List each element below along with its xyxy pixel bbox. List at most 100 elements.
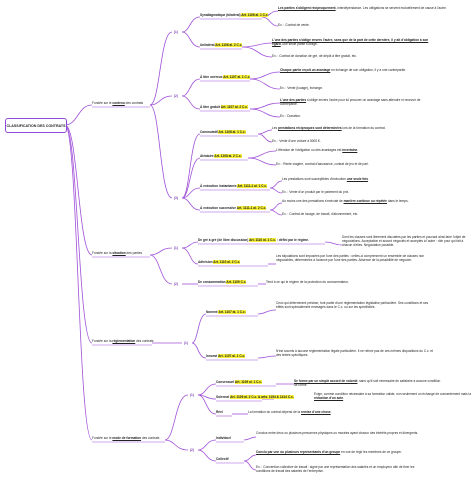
node-situation: Fondée sur la situation des parties <box>92 251 143 256</box>
note-consensuel-rest: , sans qu'il soit nécessaire de satisfai… <box>294 379 441 387</box>
note-synallagmatique-def-rest: , interdépendance. Les obligations se se… <box>335 6 447 10</box>
node-commutatif: Commutatif Art. 1108 al. 1 C.c. <box>200 130 246 135</box>
node-contenu-post: des contrats <box>124 101 144 105</box>
edge-c3-com <box>181 133 201 199</box>
node-onereux-label: À titre onéreux <box>200 75 224 79</box>
node-individuel: Individuel <box>216 436 231 440</box>
note-unilateral-def-rest: , une seule partie s'oblige. <box>280 41 318 46</box>
edge-c1-syn <box>181 16 201 33</box>
note-consensuel: Se forme par un simple accord de volonté… <box>294 379 444 388</box>
node-gre-a-gre: De gré à gré (de libre discussion) Art. … <box>198 238 309 243</box>
note-instantanee-ex: Ex. : Vente d'un produit par le paiement… <box>282 190 350 194</box>
edge-c3-suc <box>181 197 201 211</box>
note-synallagmatique-def: Les parties s'obligent réciproquement, i… <box>278 6 448 11</box>
note-reel-pre: La formation du contrat dépend de la <box>248 410 301 414</box>
note-onereux-ex: Ex. : Vente (louage), échange. <box>280 86 323 90</box>
node-contenu-key: contenu <box>112 101 125 105</box>
node-contenu: Fondée sur le contenu des contrats <box>92 101 144 106</box>
note-successive-def-rest: dans le temps. <box>386 199 409 203</box>
node-consensuel-label: Consensuel <box>216 380 235 384</box>
node-situation-pre: Fondée sur la <box>92 251 113 255</box>
node-gratuit-article: Art. 1107 al. 2 C.c. <box>220 105 248 109</box>
node-successive-label: À exécution successive <box>200 206 237 210</box>
note-collectif-def: Conclu par une ou plusieurs représentant… <box>256 450 421 455</box>
note-commutatif-def: Les prestations réciproques sont détermi… <box>272 126 432 131</box>
note-instantanee-def: Les prestations sont susceptibles d'exéc… <box>282 177 432 182</box>
marker-f1: (1) <box>190 393 194 397</box>
note-commutatif-def-pre: Les <box>272 126 279 130</box>
node-solennel-article: Art. 1109 al. 2 C.c. & arts. 1154 & 1414… <box>230 395 294 399</box>
node-collectif: Collectif <box>216 457 229 461</box>
node-synallagmatique: Synallagmatique (bilatéral) Art. 1106 al… <box>200 13 269 18</box>
note-commutatif-ex: Ex. : Vente d'une voiture à 5000 €. <box>272 139 321 143</box>
marker-c2: (2) <box>174 94 178 98</box>
edge-root-reglementation <box>64 124 93 344</box>
note-collectif-key: Conclu par une ou plusieurs représentant… <box>256 450 341 454</box>
note-consommation: Tend à ce qui le régime de la protection… <box>266 280 349 284</box>
node-aleatoire-label: Aléatoire <box>200 154 215 158</box>
node-synallagmatique-article: Art. 1106 al. 1 C.c. <box>241 13 269 17</box>
node-commutatif-label: Commutatif <box>200 130 219 134</box>
node-instantanee-article: Art. 1111-1 al. 1 C.c. <box>237 184 268 188</box>
note-consensuel-key: Se forme par un simple accord de volonté <box>294 379 358 383</box>
node-adhesion-label: Adhésion <box>198 260 214 264</box>
node-aleatoire-article: Art. 1108 al. 2 C.c. <box>214 154 242 158</box>
note-onereux-def-key: Chaque partie reçoit un avantage <box>280 68 331 72</box>
note-gre-a-gre: Dont les clauses sont librement discutée… <box>342 235 466 247</box>
note-commutatif-def-key: prestations réciproques sont déterminées <box>278 126 342 130</box>
node-contenu-pre: Fondée sur le <box>92 101 113 105</box>
note-successive-def-pre: Au moins une des prestations s'exécute d… <box>282 199 344 203</box>
node-instantanee-label: À exécution instantanée <box>200 184 238 188</box>
node-adhesion-article: Art. 1110 al. 2 C.c. <box>213 260 241 264</box>
node-nomme: Nommé Art. 1107 al. 1 C.c. <box>206 310 246 315</box>
node-successive: À exécution successive Art. 1111-1 al. 2… <box>200 206 267 211</box>
node-consommation: De consommation Art. 1109 C.c. <box>198 280 247 285</box>
node-situation-key: situation <box>112 251 126 255</box>
note-successive-def-key: manière continue ou répétée <box>343 199 387 203</box>
note-aleatoire-ex: Ex. : Rente viagère, contrat d'assurance… <box>276 162 369 166</box>
node-formation: Fondée sur le mode de formation des cont… <box>92 436 159 441</box>
edge-contenu-c1 <box>149 31 173 106</box>
note-collectif-rest: en vue de régir les membres de ce groupe… <box>340 450 402 454</box>
node-unilateral-label: Unilatéral <box>200 43 216 47</box>
note-gratuit-def-rest: s'oblige envers l'autre pour lui procure… <box>280 98 421 106</box>
node-gre-a-gre-tail: : défini par le régime. <box>276 238 309 242</box>
note-successive-ex: Ex. : Contrat de louage, de travail, d'a… <box>282 212 359 216</box>
node-consommation-article: Art. 1109 C.c. <box>226 280 247 284</box>
node-consensuel: Consensuel Art. 1109 al. 1 C.c. <box>216 380 262 385</box>
note-solennel-pre: Exige, comme condition nécessaire à sa f… <box>314 392 471 396</box>
edge-c1-uni <box>181 31 201 48</box>
node-instantanee: À exécution instantanée Art. 1111-1 al. … <box>200 184 268 189</box>
note-aleatoire-def-key: incertaine <box>342 148 358 152</box>
node-reglementation-post: des contrats <box>135 339 154 343</box>
node-reel: Réel <box>216 410 223 414</box>
node-adhesion: Adhésion Art. 1110 al. 2 C.c. <box>198 260 241 265</box>
note-unilateral-def-key: L'une des parties s'oblige envers l'autr… <box>272 38 429 46</box>
marker-s1: (1) <box>174 246 178 250</box>
note-instantanee-def-pre: Les prestations sont susceptibles d'exéc… <box>282 177 347 181</box>
edge-c2-one <box>181 78 201 97</box>
note-gratuit-def: L'une des parties s'oblige envers l'autr… <box>280 98 430 107</box>
node-successive-article: Art. 1111-1 al. 2 C.c. <box>236 206 267 210</box>
node-solennel: Solennel Art. 1109 al. 2 C.c. & arts. 11… <box>216 395 294 400</box>
note-unilateral-ex: Ex. : Contrat de donation de gré, de dép… <box>272 54 357 58</box>
node-aleatoire: Aléatoire Art. 1108 al. 2 C.c. <box>200 154 242 159</box>
node-consommation-label: De consommation <box>198 280 227 284</box>
node-innome-label: Innomé <box>206 354 219 358</box>
node-reglementation-key: réglementation <box>112 339 136 343</box>
node-unilateral: Unilatéral Art. 1106 al. 2 C.c. <box>200 43 243 48</box>
note-individuel: Conclus entre deux ou plusieurs personne… <box>256 431 419 435</box>
edge-situation-s2 <box>149 254 173 285</box>
note-aleatoire-def-pre: L'étendue de l'obligation ou des avantag… <box>276 148 343 152</box>
note-onereux-def-rest: en échange de son obligation, il y a une… <box>330 68 406 72</box>
note-instantanee-def-rest: . <box>368 177 369 181</box>
node-situation-post: des parties <box>125 251 143 255</box>
node-formation-pre: Fondée sur le <box>92 436 113 440</box>
note-collectif-ex: Ex. : Convention collective de travail :… <box>256 465 415 473</box>
note-reel-rest: . <box>330 410 332 414</box>
node-reglementation: Fondée sur la réglementation des contrat… <box>92 339 154 344</box>
node-gre-a-gre-article: Art. 1110 al. 1 C.c. <box>249 238 277 242</box>
node-gre-a-gre-label: De gré à gré (de libre discussion) <box>198 238 250 242</box>
node-innome: Innomé Art. 1107 al. 1 C.c. <box>206 354 246 359</box>
